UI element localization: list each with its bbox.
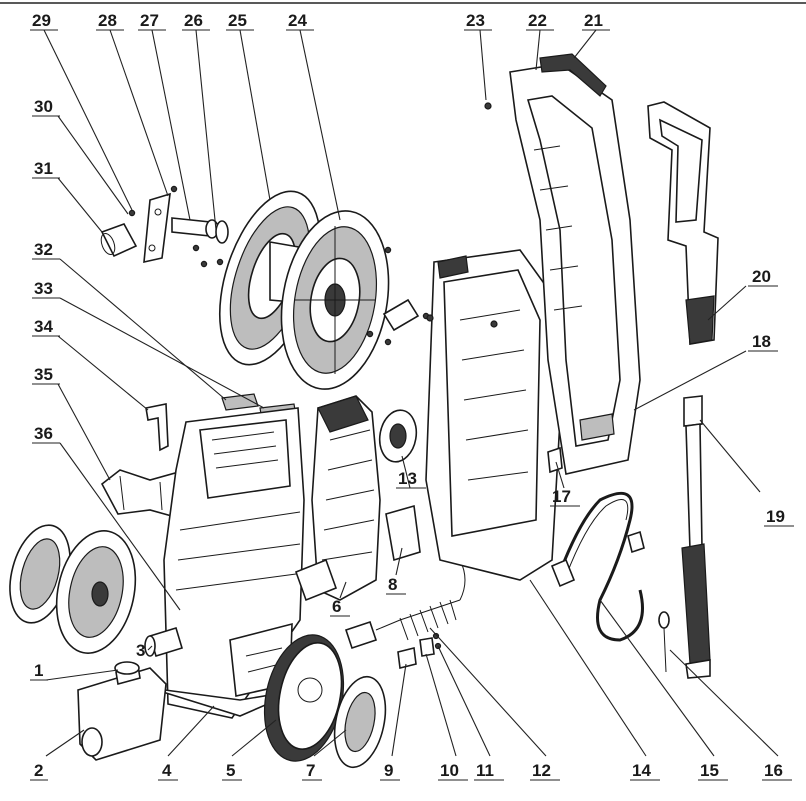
callout-6: 6 bbox=[332, 597, 341, 616]
part-15-hose bbox=[550, 491, 645, 642]
part-6-motor-pump bbox=[294, 395, 381, 602]
callout-1: 1 bbox=[34, 661, 43, 680]
callout-12: 12 bbox=[532, 761, 551, 780]
part-9-10-11-switch-parts bbox=[397, 632, 442, 669]
callout-3: 3 bbox=[136, 641, 145, 660]
callout-33: 33 bbox=[34, 279, 53, 298]
callout-32: 32 bbox=[34, 240, 53, 259]
part-31-connector-sleeve bbox=[100, 223, 138, 258]
part-29-bracket bbox=[143, 192, 171, 264]
callout-28: 28 bbox=[98, 11, 117, 30]
callout-29: 29 bbox=[32, 11, 51, 30]
small-screws-left bbox=[128, 185, 224, 268]
part-27-axle bbox=[171, 217, 229, 244]
callout-26: 26 bbox=[184, 11, 203, 30]
callout-10: 10 bbox=[440, 761, 459, 780]
part-13-fan bbox=[378, 409, 418, 463]
part-8-cover bbox=[385, 504, 421, 562]
callout-9: 9 bbox=[384, 761, 393, 780]
part-left-wheel bbox=[9, 524, 137, 654]
callout-14: 14 bbox=[632, 761, 651, 780]
callout-16: 16 bbox=[764, 761, 783, 780]
callout-19: 19 bbox=[766, 507, 785, 526]
callout-15: 15 bbox=[700, 761, 719, 780]
callout-25: 25 bbox=[228, 11, 247, 30]
part-23-screw bbox=[484, 102, 492, 110]
callout-17: 17 bbox=[552, 487, 571, 506]
part-20-spray-gun bbox=[647, 101, 719, 345]
callout-21: 21 bbox=[584, 11, 603, 30]
callout-4: 4 bbox=[162, 761, 172, 780]
part-12-power-cord bbox=[344, 519, 466, 650]
callout-36: 36 bbox=[34, 424, 53, 443]
callout-labels: 29 28 27 26 25 24 23 22 21 30 31 32 33 3… bbox=[30, 11, 794, 781]
callout-22: 22 bbox=[528, 11, 547, 30]
callout-13: 13 bbox=[398, 469, 417, 488]
callout-18: 18 bbox=[752, 332, 771, 351]
part-3-inlet-fitting bbox=[144, 626, 183, 658]
part-19-lance bbox=[681, 395, 711, 679]
part-2-detergent-tank bbox=[77, 661, 167, 761]
callout-35: 35 bbox=[34, 365, 53, 384]
part-17-clip bbox=[547, 446, 563, 474]
callout-2: 2 bbox=[34, 761, 43, 780]
callout-8: 8 bbox=[388, 575, 397, 594]
callout-11: 11 bbox=[476, 761, 494, 780]
leader-lines bbox=[43, 29, 779, 757]
callout-24: 24 bbox=[288, 11, 307, 30]
callout-5: 5 bbox=[226, 761, 235, 780]
part-34-clip bbox=[145, 403, 169, 452]
part-24-reel-disc bbox=[280, 210, 390, 390]
part-16-cleaning-needle bbox=[658, 611, 670, 673]
part-21-handle-grip bbox=[539, 53, 607, 97]
callout-31: 31 bbox=[34, 159, 53, 178]
part-main-housing bbox=[163, 407, 305, 719]
callout-7: 7 bbox=[306, 761, 315, 780]
callout-23: 23 bbox=[466, 11, 485, 30]
callout-34: 34 bbox=[34, 317, 53, 336]
callout-27: 27 bbox=[140, 11, 159, 30]
callout-20: 20 bbox=[752, 267, 771, 286]
part-5-wheel bbox=[263, 634, 345, 762]
part-14-housing-cover bbox=[425, 249, 561, 581]
part-7-hubcap bbox=[333, 675, 387, 769]
callout-30: 30 bbox=[34, 97, 53, 116]
